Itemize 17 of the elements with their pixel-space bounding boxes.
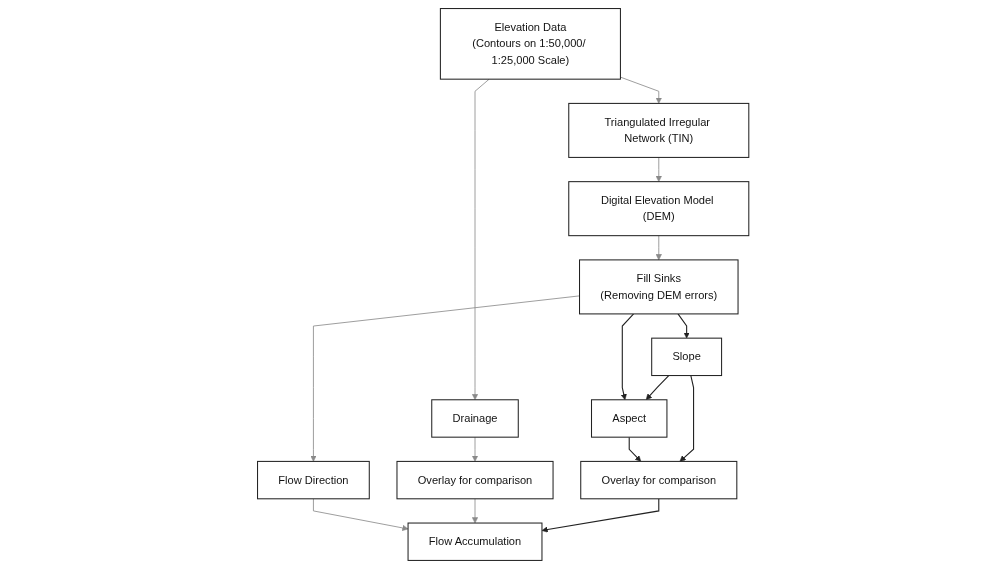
node-box: Fill Sinks (Removing DEM errors) <box>578 259 739 315</box>
node-box: Elevation Data (Contours on 1:50,000/ 1:25,000 Scale) <box>439 8 621 80</box>
arrow <box>620 313 634 401</box>
node-box: Digital Elevation Model (DEM) <box>568 181 750 237</box>
arrow <box>628 436 641 462</box>
node-box: Overlay for comparison <box>396 460 554 500</box>
node-box: Slope <box>651 337 722 377</box>
arrow <box>679 375 694 462</box>
node-box: Drainage <box>431 399 519 438</box>
node-box: Flow Accumulation <box>407 522 543 561</box>
node-box: Triangulated Irregular Network (TIN) <box>568 102 750 158</box>
node-box: Overlay for comparison <box>580 460 738 500</box>
arrow <box>541 498 660 533</box>
node-box: Flow Direction <box>256 460 370 500</box>
arrow <box>645 375 670 401</box>
arrow <box>677 313 690 339</box>
node-box: Aspect <box>590 399 668 438</box>
